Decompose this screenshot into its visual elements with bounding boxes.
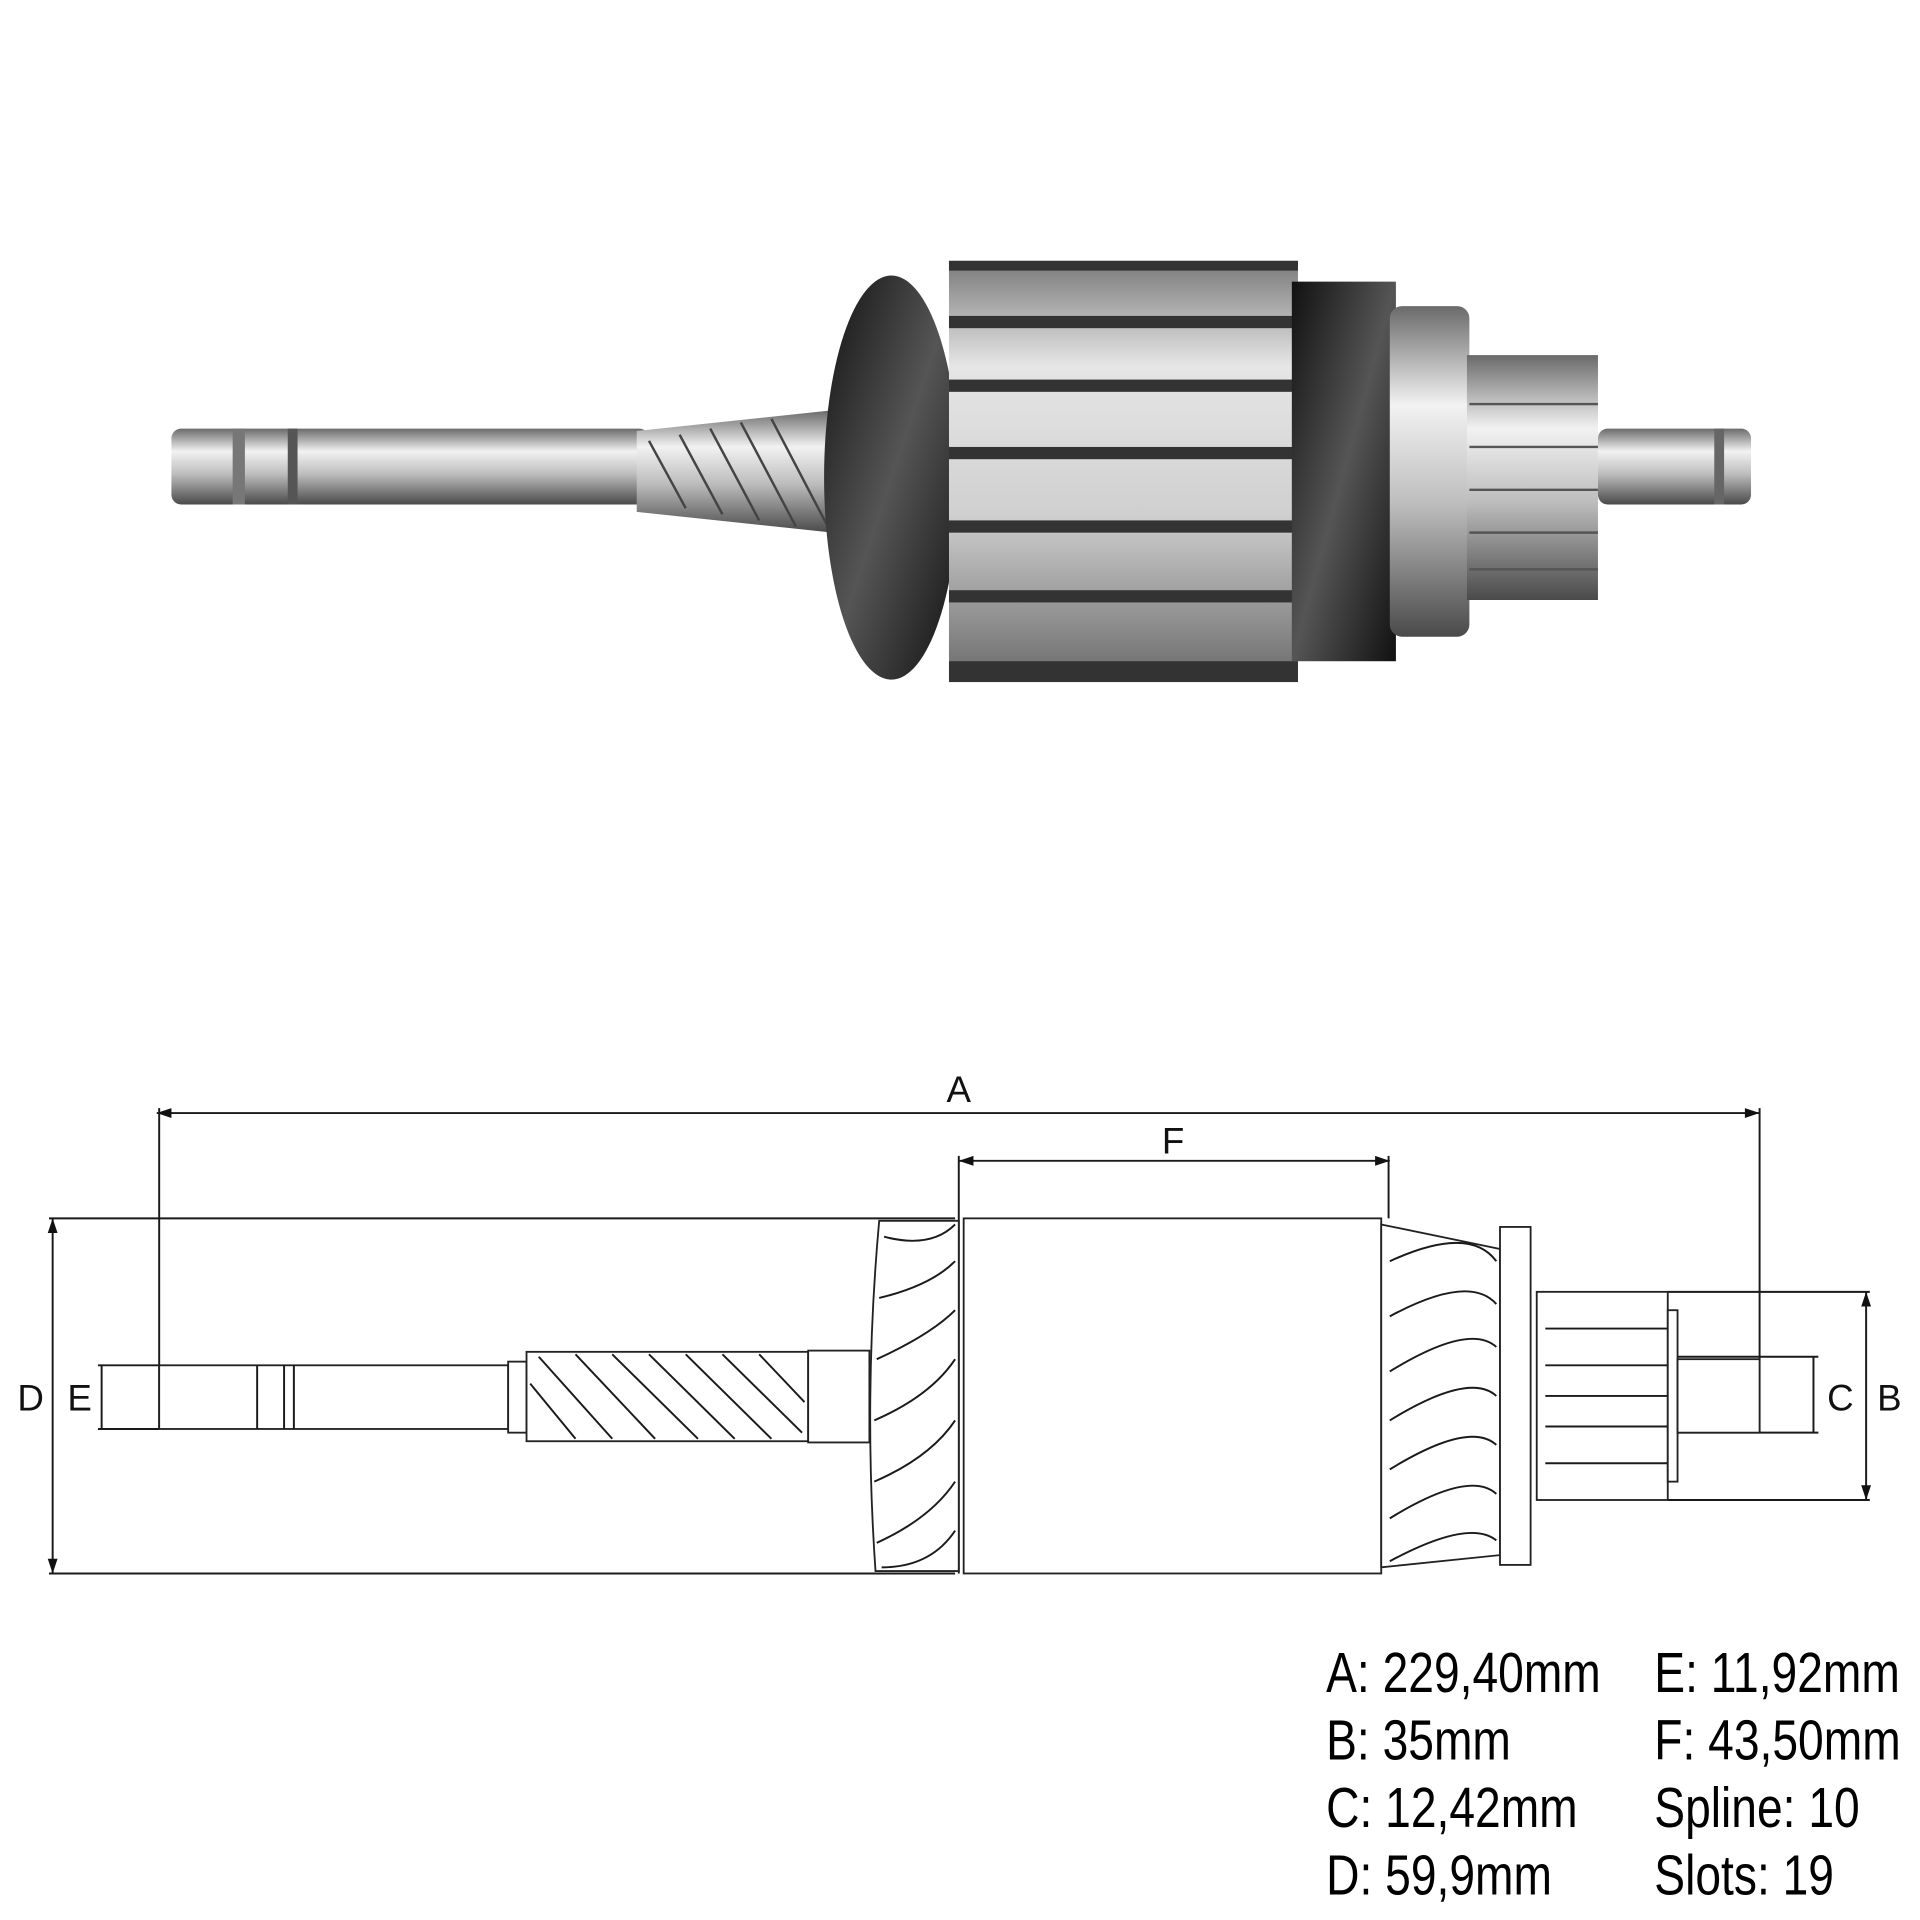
- drawing-core: [962, 1217, 1383, 1575]
- spec-slots: Slots: 19: [1654, 1843, 1834, 1906]
- spec-spline: Spline: 10: [1654, 1776, 1859, 1839]
- spec-b: B: 35mm: [1326, 1708, 1511, 1771]
- label-d: D: [17, 1378, 44, 1419]
- dimension-e: E: [67, 1364, 160, 1430]
- spec-d: D: 59,9mm: [1326, 1843, 1552, 1906]
- dimension-d: D: [17, 1217, 956, 1575]
- label-b: B: [1877, 1378, 1901, 1419]
- armature-photo: [171, 260, 1752, 683]
- photo-core-slots: [948, 260, 1298, 683]
- technical-drawing: A F D E C: [17, 1069, 1902, 1575]
- label-e: E: [67, 1378, 92, 1419]
- drawing-shaft-left: [158, 1364, 510, 1430]
- photo-winding-left: [824, 275, 959, 680]
- photo-commutator: [1466, 355, 1598, 600]
- drawing-gear-teeth: [529, 1353, 806, 1440]
- label-f: F: [1162, 1120, 1184, 1161]
- spec-c: C: 12,42mm: [1326, 1776, 1578, 1839]
- spec-a: A: 229,40mm: [1326, 1641, 1601, 1704]
- label-c: C: [1827, 1378, 1854, 1419]
- photo-disc: [1389, 306, 1470, 637]
- drawing-shaft-right: [1676, 1358, 1761, 1434]
- drawing-disc: [1499, 1226, 1532, 1566]
- photo-core: [948, 260, 1298, 683]
- dimension-b: B: [1667, 1290, 1902, 1501]
- spec-e: E: 11,92mm: [1654, 1641, 1900, 1704]
- spec-f: F: 43,50mm: [1654, 1708, 1900, 1771]
- photo-winding-right: [1291, 281, 1396, 662]
- drawing-winding-left: [869, 1219, 960, 1572]
- specs-table: A: 229,40mm B: 35mm C: 12,42mm D: 59,9mm…: [1326, 1641, 1901, 1906]
- label-a: A: [947, 1069, 972, 1110]
- drawing-winding-right: [1380, 1223, 1501, 1569]
- photo-shaft-right: [1597, 428, 1752, 505]
